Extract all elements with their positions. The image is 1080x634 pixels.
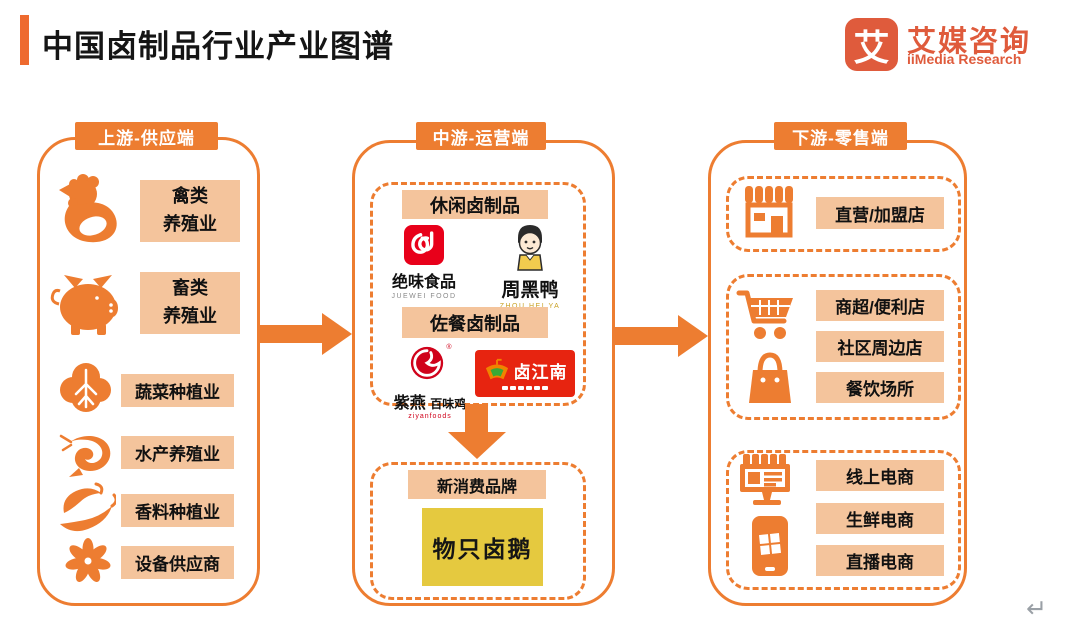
chili-icon (60, 482, 116, 532)
lujiangnan-tagline-chips (502, 385, 548, 390)
downstream-label-catering: 餐饮场所 (816, 372, 944, 403)
chicken-icon (59, 174, 117, 243)
downstream-label-supermarket: 商超/便利店 (816, 290, 944, 321)
iimedia-logo-icon: 艾 (845, 18, 898, 71)
upstream-label-livestock: 畜类 养殖业 (140, 272, 240, 334)
downstream-online-box (726, 450, 961, 590)
downstream-label-community: 社区周边店 (816, 331, 944, 362)
lujiangnan-name: 卤江南 (513, 362, 568, 382)
zhouheiya-name: 周黑鸭 (501, 280, 559, 301)
lujiangnan-fan-icon (485, 358, 508, 380)
juewei-logo-icon (404, 225, 444, 265)
new-brand-label: 新消费品牌 (408, 470, 546, 499)
storefront-icon (745, 186, 793, 238)
ziyan-sub: ziyanfoods (408, 413, 452, 420)
upstream-label-equipment: 设备供应商 (121, 546, 234, 579)
upstream-label-aquaculture: 水产养殖业 (121, 436, 234, 469)
lujiangnan-brand: 卤江南 (475, 350, 575, 397)
title-accent-bar (20, 15, 29, 65)
upstream-to-midstream-arrow (259, 325, 322, 343)
upstream-to-midstream-arrow-head (322, 313, 352, 355)
juewei-brand: 绝味食品 JUEWEI FOOD (384, 225, 464, 300)
meal-braised-label: 佐餐卤制品 (402, 307, 548, 338)
ziyan-registered-mark: ® (446, 344, 452, 351)
upstream-label-poultry: 禽类 养殖业 (140, 180, 240, 242)
zhouheiya-mascot-icon (517, 225, 543, 271)
page-title: 中国卤制品行业产业图谱 (42, 29, 394, 64)
juewei-name: 绝味食品 (391, 274, 456, 291)
upstream-label-vegetable: 蔬菜种植业 (121, 374, 234, 407)
wuzhiluee-logo: 物只卤鹅 (422, 508, 543, 586)
ziyan-brand: ® 紫燕 百味鸡 ziyanfoods (390, 344, 470, 420)
smartphone-icon (752, 516, 788, 576)
downstream-stores-box (726, 176, 961, 252)
zhouheiya-sub: ZHOU HEI YA (500, 303, 561, 310)
monitor-icon (740, 454, 790, 505)
bag-icon (749, 352, 791, 403)
vegetable-icon (60, 363, 111, 412)
downstream-label-franchise: 直营/加盟店 (816, 197, 944, 229)
ziyan-name-main: 紫燕 (393, 395, 426, 412)
midstream-header-badge: 中游-运营端 (416, 122, 546, 150)
iimedia-logo-name-en: iiMedia Research (907, 51, 1022, 67)
ziyan-name-rest: 百味鸡 (430, 397, 467, 411)
downstream-label-livestream: 直播电商 (816, 545, 944, 576)
snack-braised-label: 休闲卤制品 (402, 190, 548, 219)
down-arrow-head (448, 432, 506, 459)
downstream-label-fresh: 生鲜电商 (816, 503, 944, 534)
ziyan-emblem-icon (411, 346, 444, 380)
upstream-label-spice: 香料种植业 (121, 494, 234, 527)
pig-icon (50, 275, 118, 335)
upstream-header-badge: 上游-供应端 (75, 122, 218, 150)
shrimp-icon (59, 434, 111, 477)
juewei-sub: JUEWEI FOOD (391, 293, 457, 300)
downstream-label-ecommerce: 线上电商 (816, 460, 944, 491)
downstream-offline-box (726, 274, 961, 420)
new-brand-box (370, 462, 586, 600)
midstream-to-downstream-arrow (614, 327, 678, 345)
zhouheiya-brand: 周黑鸭 ZHOU HEI YA (482, 222, 578, 310)
iimedia-logo-name-cn: 艾媒咨询 (907, 26, 1032, 58)
return-mark: ↵ (1026, 595, 1047, 623)
star-anise-icon (65, 538, 111, 582)
cart-icon (736, 290, 793, 339)
down-arrow (465, 404, 488, 432)
midstream-to-downstream-arrow-head (678, 315, 708, 357)
downstream-header-badge: 下游-零售端 (774, 122, 907, 150)
